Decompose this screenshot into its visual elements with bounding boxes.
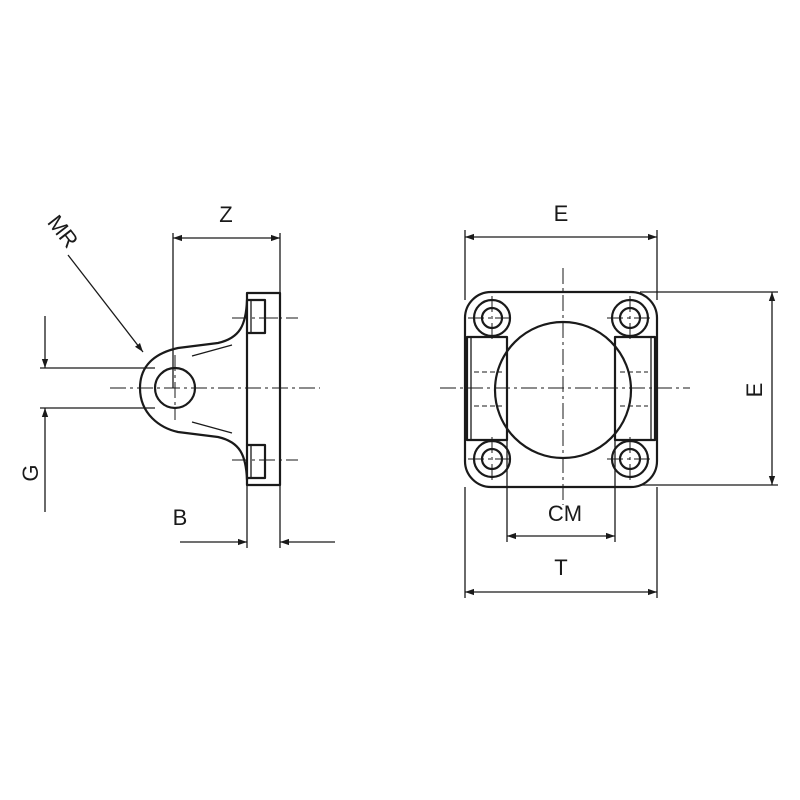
dim-label-g: G	[18, 464, 43, 481]
dim-label-mr: MR	[43, 210, 84, 252]
dim-label-t: T	[554, 555, 567, 580]
front-view	[440, 268, 690, 505]
dim-label-b: B	[173, 505, 188, 530]
dim-label-cm: CM	[548, 501, 582, 526]
front-dimensions: E E CM T	[464, 201, 778, 598]
side-view	[110, 291, 320, 487]
front-flange-plate	[463, 290, 659, 489]
side-dimensions: Z MR G B	[18, 202, 335, 548]
side-bolt-upper	[245, 298, 267, 335]
dim-label-e-right: E	[742, 383, 767, 398]
side-bolt-lower	[245, 443, 267, 480]
dim-label-z: Z	[219, 202, 232, 227]
side-flange-plate	[245, 291, 282, 487]
dim-label-e-top: E	[554, 201, 569, 226]
